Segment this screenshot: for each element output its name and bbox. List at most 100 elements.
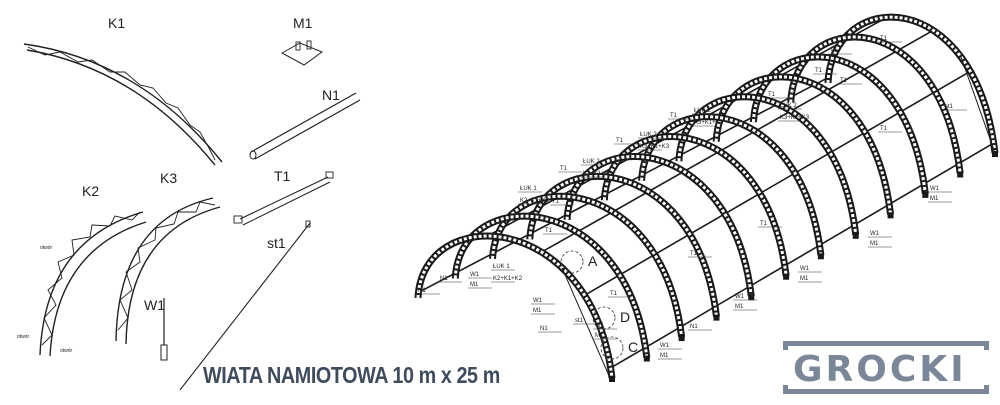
annotation-label: T1 (560, 166, 568, 172)
base-plate-m1 (748, 294, 755, 301)
detail-circle (560, 250, 584, 274)
annotation-label: M1 (470, 282, 479, 288)
annotation-label: W1 (660, 343, 670, 349)
annotation-label: W1 (533, 298, 543, 304)
annotation-label: M1 (930, 196, 939, 202)
arch-truss (675, 93, 860, 236)
purlin-t1 (541, 29, 934, 253)
annotation-label: K2+K1+K2 (520, 198, 550, 204)
arch-lattice (416, 234, 614, 379)
label-st1: st1 (267, 235, 286, 251)
part-st1: st1 (179, 220, 311, 391)
label-k2: K2 (82, 183, 99, 199)
grocki-logo: GROCKI (783, 341, 993, 394)
label-w1: W1 (144, 297, 165, 313)
annotation-label: M1 (595, 333, 604, 339)
annotation-label: ŁUK 1 (520, 186, 537, 192)
purlin-t1 (610, 142, 995, 369)
annotation-label: N1 (440, 276, 448, 282)
brace-st1 (561, 267, 611, 379)
annotation-label: K3+K1+K3 (640, 144, 670, 150)
base-plate-m1 (678, 335, 685, 342)
label-k3: K3 (160, 170, 177, 186)
annotation-label: M1 (800, 276, 809, 282)
annotation-label: M1 (870, 241, 879, 247)
arch-lattice (826, 15, 997, 154)
annotation-label: st1 (575, 318, 584, 324)
arch-lattice (453, 214, 649, 358)
annotation-label: W1 (735, 294, 745, 300)
annotation-label: W1 (930, 186, 940, 192)
hole-label: otwór (60, 348, 73, 354)
base-plate-m1 (783, 273, 790, 280)
hole-label: otwór (40, 245, 53, 251)
hole-label: otwór (17, 334, 30, 340)
annotation-label: N1 (690, 324, 698, 330)
annotation-label: T1 (760, 221, 768, 227)
annotation-label: K3+K1+K3 (694, 120, 724, 126)
label-k1: K1 (108, 15, 125, 31)
annotation-label: K2+K1+K2 (493, 276, 523, 282)
annotation-label: T1 (815, 68, 823, 74)
arch-truss (414, 232, 616, 379)
arch-lattice (751, 55, 927, 195)
part-k1: K1 (23, 15, 223, 166)
annotation-label: W1 (870, 231, 880, 237)
annotation-label: K3+K1+K3 (583, 171, 613, 177)
base-plate-m1 (713, 314, 720, 321)
arch-lattice (789, 35, 962, 174)
annotation-label: T1 (880, 36, 888, 42)
annotation-label: M1 (735, 304, 744, 310)
page-title: WIATA NAMIOTOWA 10 m x 25 m (203, 362, 500, 388)
base-plate-m1 (817, 253, 824, 260)
annotation-label: st1 (945, 104, 954, 110)
label-t1: T1 (274, 168, 291, 184)
annotation-label: T1 (830, 48, 838, 54)
arch-lattice (714, 75, 893, 215)
part-n1: N1 (249, 87, 361, 160)
annotation-label: ŁUK 2 (780, 103, 797, 109)
annotation-label: ŁUK 2 (694, 108, 711, 114)
annotation-label: T1 (670, 113, 678, 119)
annotation-label: T1 (616, 138, 624, 144)
annotation-label: T1 (880, 126, 888, 132)
part-w1: W1 (144, 297, 168, 361)
annotation-label: ŁUK 1 (493, 264, 510, 270)
annotation-label: ŁUK 2 (583, 159, 600, 165)
part-m1: M1 (280, 15, 324, 66)
base-plate-m1 (922, 191, 929, 198)
part-t1: T1 (233, 168, 334, 226)
detail-circle (600, 336, 624, 360)
base-plate-m1 (992, 151, 998, 157)
annotation-label: T1 (545, 228, 553, 234)
annotation-label: W1 (470, 272, 480, 278)
annotation-label: M1 (660, 353, 669, 359)
base-plate-m1 (957, 171, 964, 178)
annotation-label: T1 (552, 199, 560, 205)
part-k2: K2 otwór otwór otwór (17, 183, 147, 357)
base-plate-m1 (643, 355, 650, 362)
label-n1: N1 (322, 87, 340, 103)
arch-truss (489, 192, 686, 338)
detail-label-c: C (628, 339, 638, 355)
brace-st1 (960, 56, 996, 154)
part-k3: K3 (115, 170, 221, 345)
arch-lattice (640, 115, 823, 256)
annotation-label: W1 (800, 266, 810, 272)
annotation-label: T1 (768, 92, 776, 98)
purlin-t1 (418, 76, 829, 294)
label-m1: M1 (293, 15, 313, 31)
base-plate-m1 (609, 376, 615, 382)
logo-text: GROCKI (793, 349, 967, 390)
annotation-label: N1 (418, 288, 426, 294)
base-plate-m1 (852, 232, 859, 239)
arch-lattice (565, 154, 753, 297)
purlin-t1 (584, 70, 971, 296)
annotation-label: W1 (595, 323, 605, 329)
base-plate-m1 (887, 212, 894, 219)
annotation-label: M1 (533, 308, 542, 314)
annotation-label: T1 (610, 291, 618, 297)
annotation-label: T1 (690, 251, 698, 257)
